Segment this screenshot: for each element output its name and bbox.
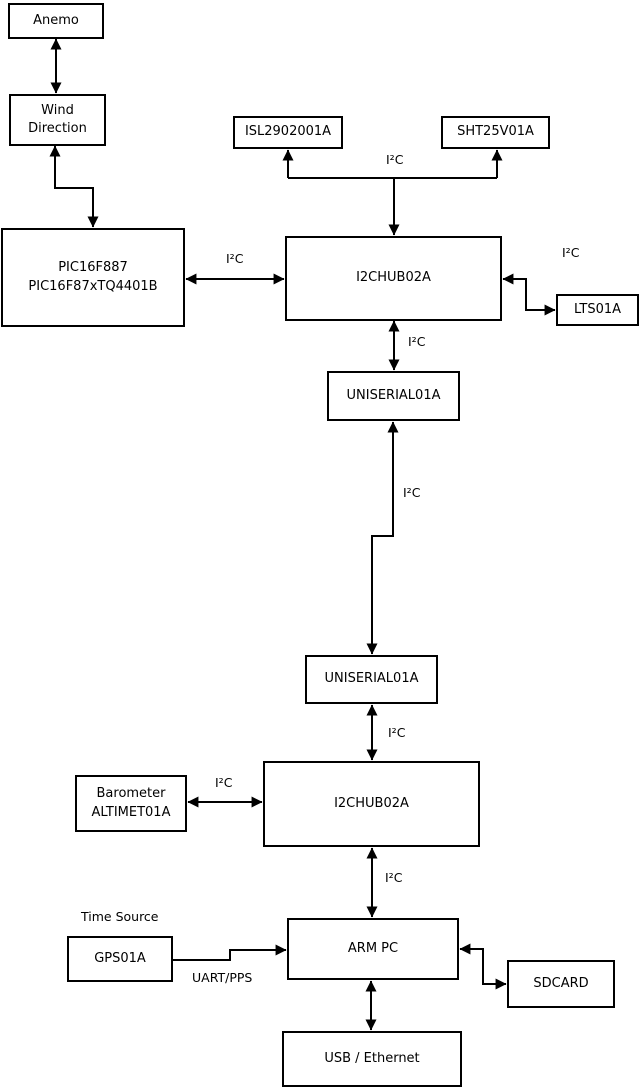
node-wind-direction: Wind Direction	[9, 94, 106, 146]
node-uniserial01a-bottom-label: UNISERIAL01A	[324, 671, 419, 687]
uart-pps-label: UART/PPS	[192, 970, 253, 985]
node-uniserial01a-bottom: UNISERIAL01A	[305, 655, 438, 704]
node-usb-ethernet: USB / Ethernet	[282, 1031, 462, 1087]
node-i2chub02a-top: I2CHUB02A	[285, 236, 502, 321]
i2c-label-pic-hub: I²C	[226, 251, 244, 266]
node-lts01a-label: LTS01A	[573, 301, 622, 317]
time-source-label: Time Source	[81, 909, 159, 924]
node-sht25v01a-label: SHT25V01A	[457, 124, 534, 140]
node-i2chub02a-bottom: I2CHUB02A	[263, 761, 480, 847]
node-arm-pc-label: ARM PC	[347, 940, 399, 956]
node-wind-direction-line1: Wind	[41, 102, 74, 118]
node-sht25v01a: SHT25V01A	[441, 116, 550, 149]
node-arm-pc: ARM PC	[287, 918, 459, 980]
i2c-label-hub-lts: I²C	[562, 245, 580, 260]
node-wind-direction-line2: Direction	[28, 121, 87, 136]
node-pic16f887: PIC16F887 PIC16F87xTQ4401B	[1, 228, 185, 327]
node-anemo: Anemo	[8, 3, 104, 39]
node-anemo-label: Anemo	[33, 12, 79, 28]
node-uniserial01a-top-label: UNISERIAL01A	[346, 387, 441, 403]
node-isl2902001a-label: ISL2902001A	[244, 124, 332, 140]
node-sdcard: SDCARD	[507, 960, 615, 1008]
node-i2chub02a-top-label: I2CHUB02A	[356, 270, 431, 286]
node-isl2902001a: ISL2902001A	[233, 116, 343, 149]
i2c-label-barometer-hub2: I²C	[215, 775, 233, 790]
node-i2chub02a-bottom-label: I2CHUB02A	[334, 795, 409, 811]
node-pic16f887-line1: PIC16F887	[58, 260, 128, 276]
node-sdcard-label: SDCARD	[533, 975, 589, 991]
node-pic16f887-line2: PIC16F87xTQ4401B	[28, 278, 158, 294]
i2c-label-uniserial-hub2: I²C	[388, 725, 406, 740]
node-usb-ethernet-label: USB / Ethernet	[324, 1050, 420, 1066]
i2c-label-hub2-armpc: I²C	[385, 870, 403, 885]
node-barometer-altimet01a: Barometer ALTIMET01A	[75, 775, 187, 832]
i2c-label-long-link: I²C	[403, 485, 421, 500]
node-uniserial01a-top: UNISERIAL01A	[327, 371, 460, 421]
node-barometer-line2: ALTIMET01A	[91, 804, 171, 820]
i2c-label-hub-uniserial: I²C	[408, 334, 426, 349]
node-barometer-line1: Barometer	[96, 786, 166, 802]
node-gps01a: GPS01A	[67, 936, 173, 982]
i2c-label-bus-top: I²C	[386, 152, 404, 167]
node-lts01a: LTS01A	[556, 294, 639, 326]
node-gps01a-label: GPS01A	[94, 950, 146, 966]
